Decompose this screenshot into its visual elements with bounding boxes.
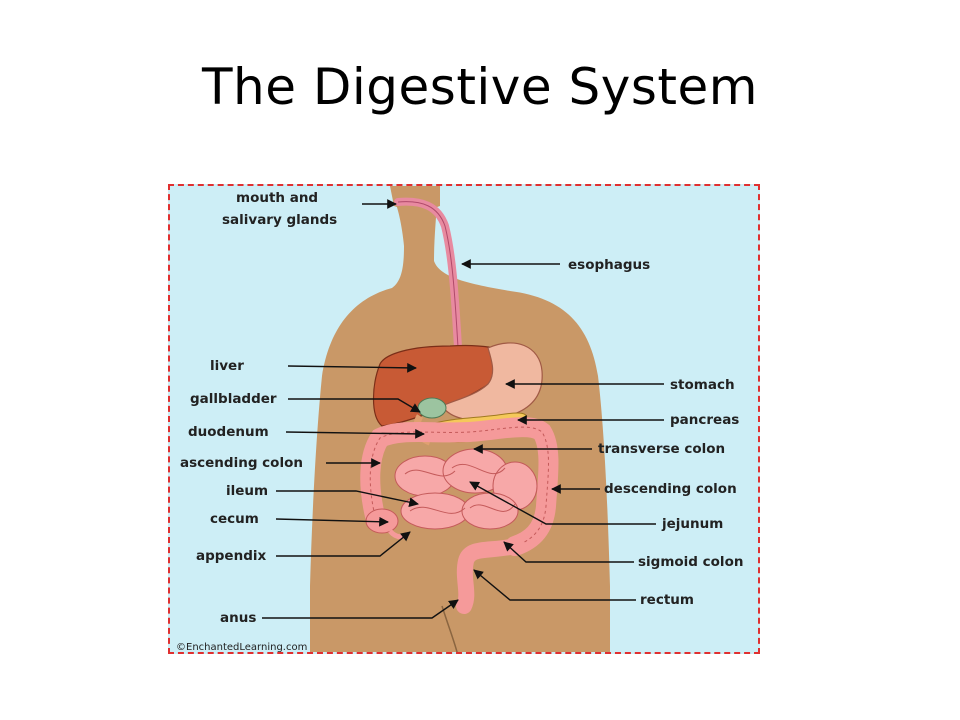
label-appendix: appendix (196, 548, 266, 564)
small-intestine-organ (394, 448, 538, 530)
label-jejunum: jejunum (661, 516, 723, 532)
diagram-canvas: mouth and salivary glands esophagus live… (176, 186, 743, 653)
label-ileum: ileum (226, 483, 268, 499)
label-duodenum: duodenum (188, 424, 269, 440)
label-stomach: stomach (670, 377, 735, 393)
label-esophagus: esophagus (568, 257, 650, 273)
label-sigmoid-colon: sigmoid colon (638, 554, 743, 570)
digestive-diagram: mouth and salivary glands esophagus live… (168, 184, 760, 654)
rectum-organ (456, 538, 523, 614)
label-pancreas: pancreas (670, 412, 739, 428)
label-transverse-colon: transverse colon (598, 441, 725, 457)
leg-divider (441, 605, 458, 652)
label-rectum: rectum (640, 592, 694, 608)
label-anus: anus (220, 610, 256, 626)
label-liver: liver (210, 358, 244, 374)
label-cecum: cecum (210, 511, 259, 527)
gallbladder-organ (417, 397, 447, 419)
label-mouth-line1: mouth and (236, 190, 318, 206)
label-ascending-colon: ascending colon (180, 455, 303, 471)
slide-title: The Digestive System (201, 58, 759, 116)
label-gallbladder: gallbladder (190, 391, 277, 407)
leader-lines (262, 199, 664, 619)
label-descending-colon: descending colon (604, 481, 737, 497)
label-mouth-line2: salivary glands (222, 212, 337, 228)
copyright-text: ©EnchantedLearning.com (176, 642, 307, 653)
